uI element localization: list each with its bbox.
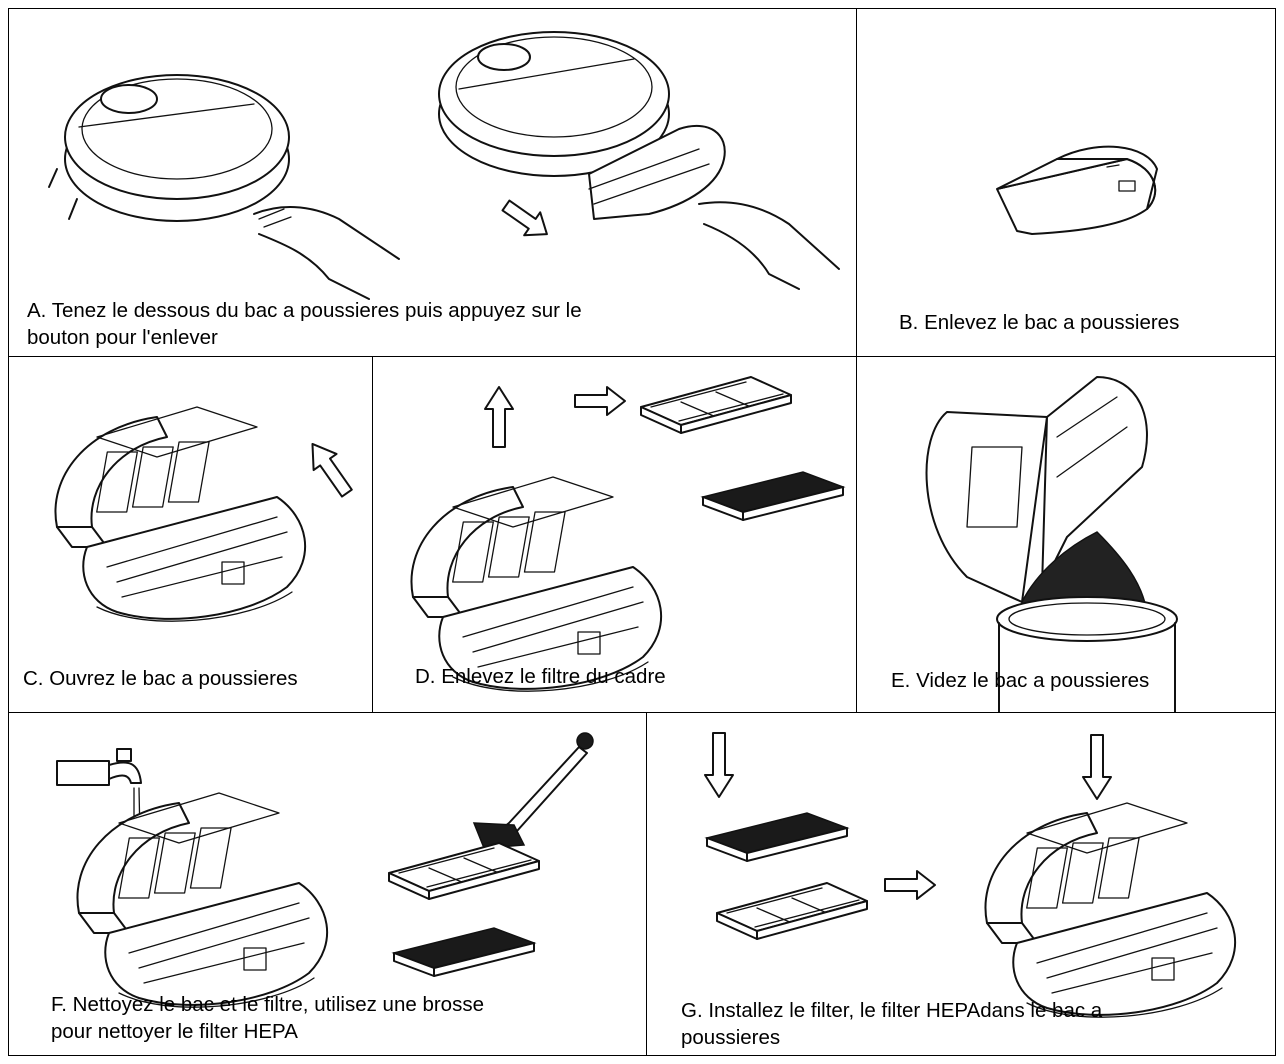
- robot-vacuum-icon: [438, 31, 670, 177]
- arrow-icon: [884, 870, 936, 900]
- step-c-panel: C. Ouvrez le bac a poussieres: [8, 356, 374, 714]
- step-a-caption-line2: bouton pour l'enlever: [27, 326, 218, 349]
- open-dustbin-icon: [54, 406, 307, 623]
- open-dustbin-icon: [76, 792, 329, 1009]
- step-d-panel: D. Enlevez le filtre du cadre: [372, 356, 858, 714]
- step-a-panel: A. Tenez le dessous du bac a poussieres …: [8, 8, 858, 358]
- open-dustbin-icon: [925, 376, 1148, 603]
- arrow-icon: [300, 434, 360, 503]
- trash-can-icon: [996, 596, 1178, 713]
- step-f-panel: F. Nettoyez le bac et le filtre, utilise…: [8, 712, 648, 1056]
- faucet-icon: [56, 748, 142, 839]
- step-e-panel: E. Videz le bac a poussieres: [856, 356, 1276, 714]
- step-f-caption-line2: pour nettoyer le filter HEPA: [51, 1020, 298, 1043]
- step-g-panel: G. Installez le filter, le filter HEPAda…: [646, 712, 1276, 1056]
- arrow-icon: [496, 193, 556, 247]
- robot-vacuum-icon: [48, 74, 290, 222]
- step-e-caption: E. Videz le bac a poussieres: [891, 669, 1150, 692]
- arrow-icon: [704, 732, 734, 798]
- hand-icon: [253, 206, 400, 300]
- step-a-caption: A. Tenez le dessous du bac a poussieres …: [27, 297, 582, 351]
- step-e-illustration: [925, 376, 1178, 713]
- step-g-caption-line2: poussieres: [681, 1026, 781, 1049]
- step-a-caption-line1: A. Tenez le dessous du bac a poussieres …: [27, 299, 582, 322]
- hepa-filter-icon: [393, 927, 535, 977]
- brush-icon: [472, 732, 594, 849]
- step-c-caption: C. Ouvrez le bac a poussieres: [23, 667, 298, 690]
- step-g-caption-line1: G. Installez le filter, le filter HEPAda…: [681, 999, 1103, 1022]
- filter-frame-icon: [716, 882, 868, 940]
- hepa-filter-icon: [702, 471, 844, 521]
- arrow-icon: [1082, 734, 1112, 800]
- open-dustbin-icon: [984, 802, 1237, 1019]
- step-d-illustration: [410, 376, 844, 693]
- hand-icon: [698, 201, 840, 290]
- step-b-caption: B. Enlevez le bac a poussieres: [899, 311, 1180, 334]
- arrow-icon: [574, 386, 626, 416]
- filter-frame-icon: [640, 376, 792, 434]
- dustbin-icon: [996, 145, 1158, 235]
- step-c-illustration: [54, 406, 360, 623]
- step-b-illustration: [996, 145, 1158, 235]
- open-dustbin-icon: [410, 476, 663, 693]
- arrow-icon: [484, 386, 514, 448]
- step-a-illustration: [48, 31, 840, 300]
- step-b-panel: B. Enlevez le bac a poussieres: [856, 8, 1276, 358]
- step-f-illustration: [56, 732, 594, 1009]
- step-f-caption-line1: F. Nettoyez le bac et le filtre, utilise…: [51, 993, 484, 1016]
- step-g-caption: G. Installez le filter, le filter HEPAda…: [681, 997, 1102, 1051]
- dustbin-removal-icon: [588, 124, 726, 220]
- filter-frame-icon: [388, 842, 540, 900]
- hepa-filter-icon: [706, 812, 848, 862]
- step-f-caption: F. Nettoyez le bac et le filtre, utilise…: [51, 991, 484, 1045]
- step-d-caption: D. Enlevez le filtre du cadre: [415, 665, 666, 688]
